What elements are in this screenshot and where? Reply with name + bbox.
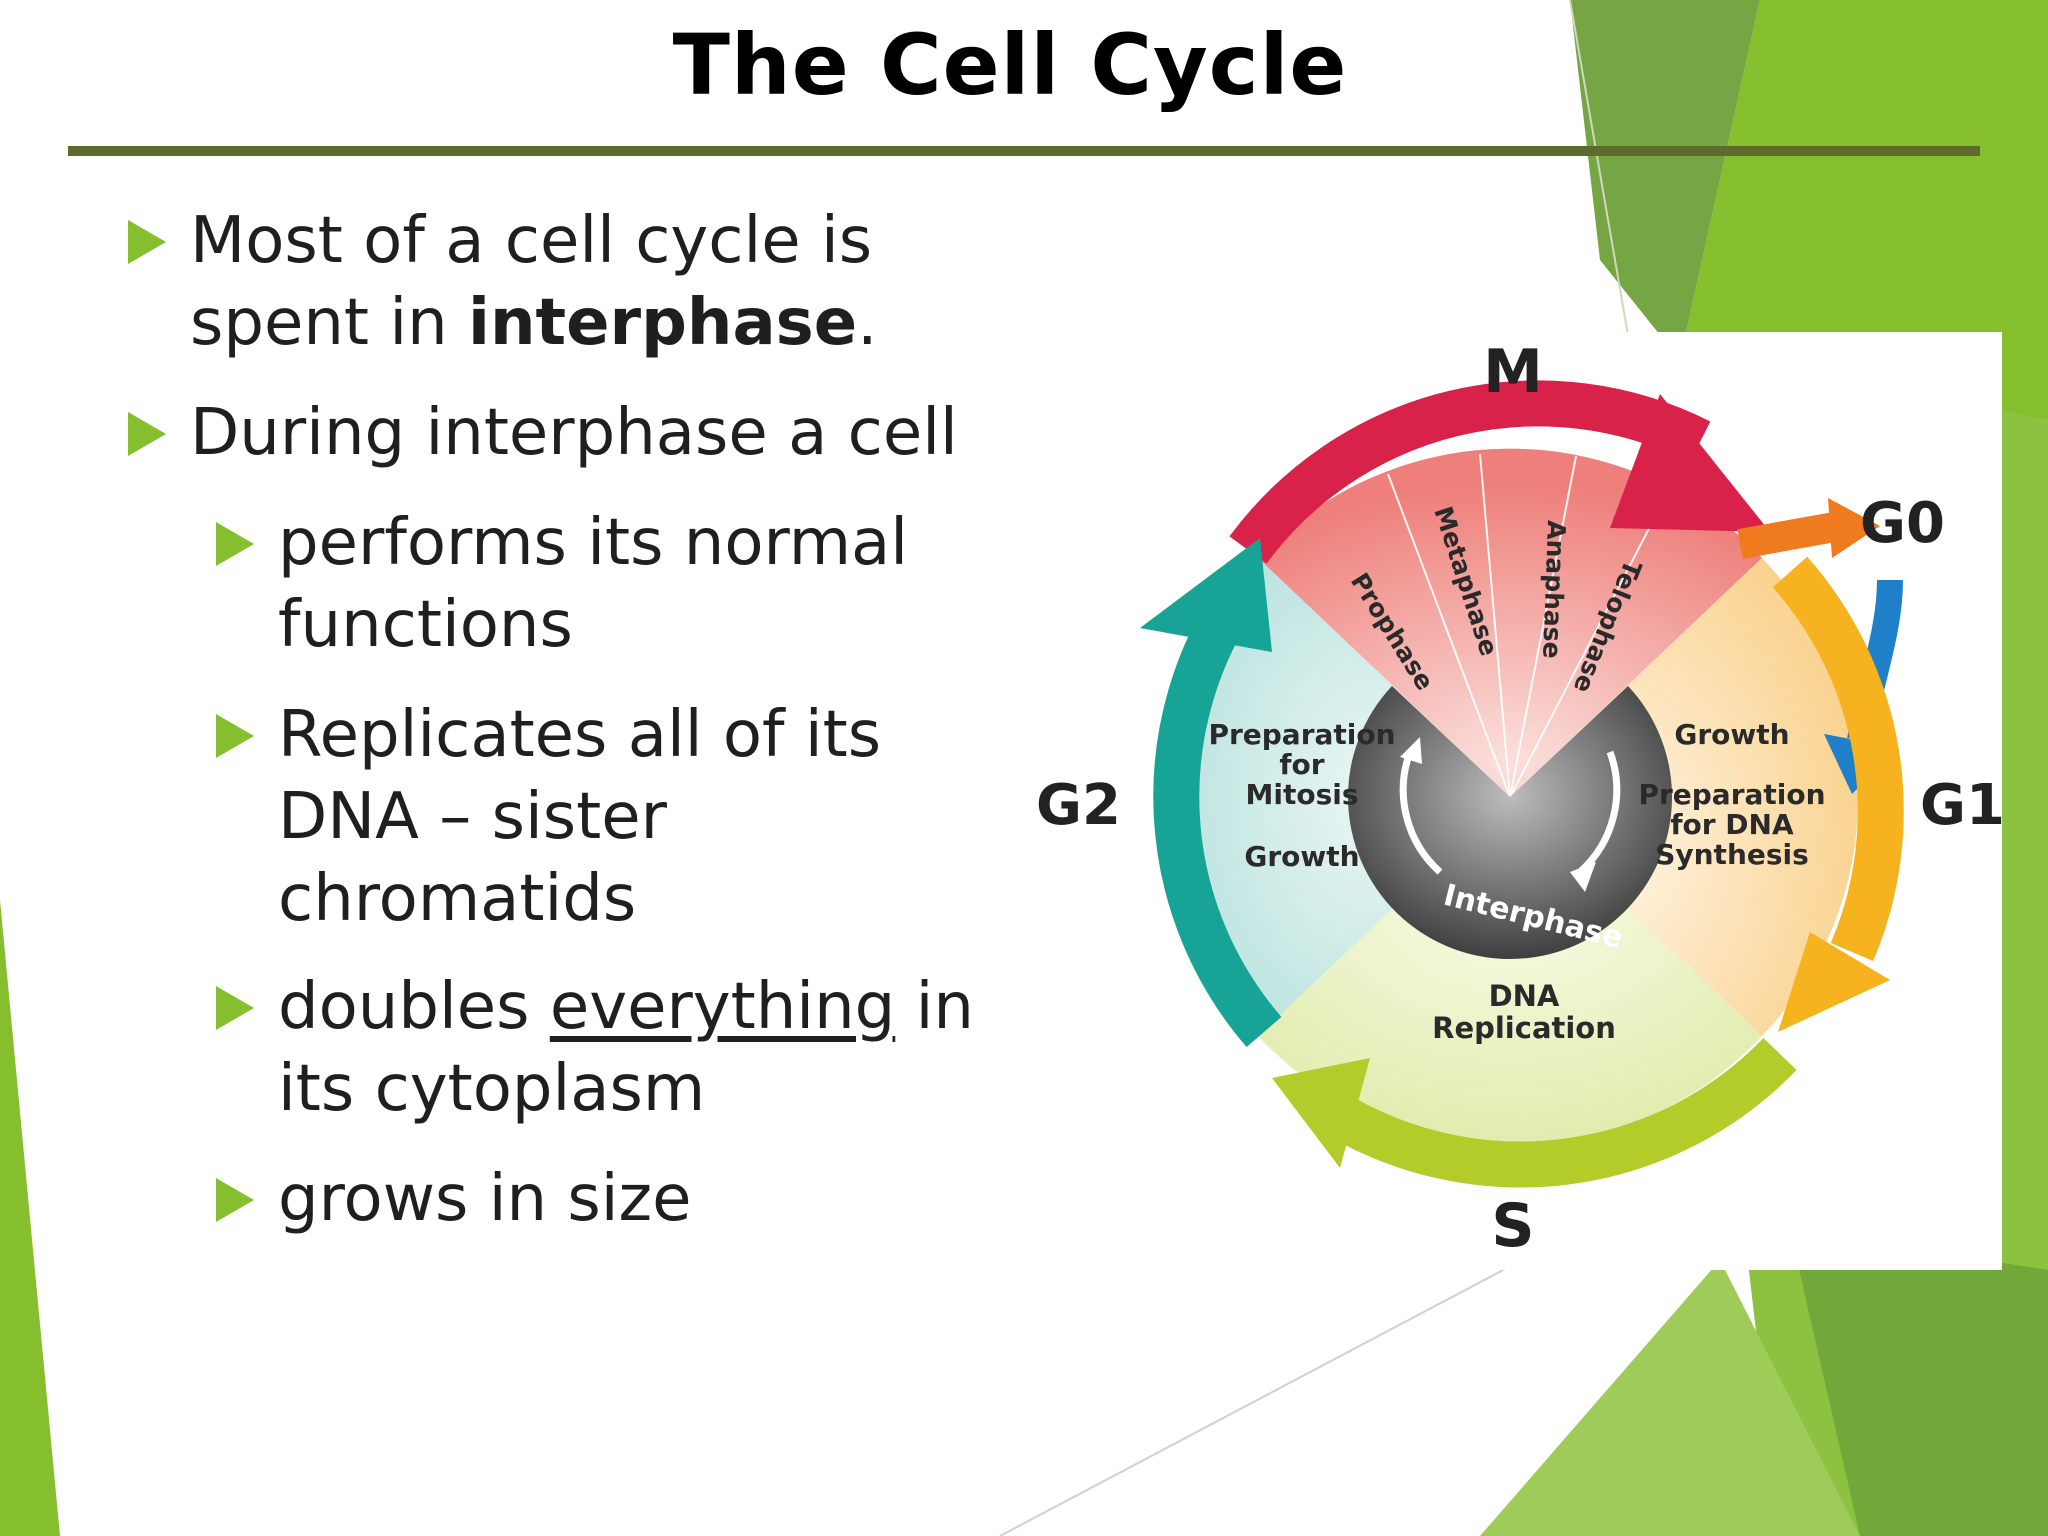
sub-bullet-text: doubles: [278, 970, 550, 1044]
g1-text-line: Synthesis: [1655, 838, 1809, 871]
phase-label-m: M: [1483, 337, 1543, 407]
green-shard-bottom-right: [1790, 1230, 2048, 1536]
sub-bullet-item: grows in size: [216, 1158, 978, 1240]
triangle-bullet-icon: [216, 986, 254, 1030]
green-shard-bottom: [1480, 1260, 1860, 1536]
triangle-bullet-icon: [216, 1178, 254, 1222]
sub-bullet-text: its cytoplasm: [278, 1052, 706, 1126]
cell-cycle-diagram: Prophase Metaphase Anaphase Telophase In…: [1010, 332, 2005, 1270]
triangle-bullet-icon: [128, 412, 166, 456]
sub-bullet-text: in: [895, 970, 974, 1044]
phase-label-g2: G2: [1036, 773, 1121, 838]
interphase-inner-arrow-right: [1577, 750, 1621, 875]
s-phase-sector: [1258, 797, 1762, 1146]
title-underline: [68, 146, 1980, 156]
g1-text-line: Preparation: [1638, 778, 1825, 811]
s-phase-arrowhead: [1272, 1058, 1370, 1168]
cell-cycle-svg: Prophase Metaphase Anaphase Telophase In…: [1036, 337, 2005, 1261]
s-text-line: Replication: [1432, 1011, 1616, 1045]
g2-text-line: Growth: [1244, 840, 1359, 873]
stage-label-anaphase: Anaphase: [1537, 520, 1571, 659]
sub-bullet-text: functions: [278, 588, 573, 662]
green-shard-left: [0, 900, 60, 1536]
m-phase-arrowhead: [1610, 394, 1770, 532]
g1-text-line: Growth: [1674, 718, 1789, 751]
g0-arrowhead: [1828, 498, 1880, 558]
phase-label-s: S: [1491, 1191, 1534, 1261]
bullet-text: .: [857, 286, 878, 360]
green-shard-bright: [1680, 0, 2048, 420]
bullet-bold-term: interphase: [468, 286, 858, 360]
m-phase-arrow: [1229, 380, 1711, 564]
g1-text-line: for DNA: [1670, 808, 1794, 841]
s-phase-arrow: [1317, 1038, 1797, 1188]
bullet-text: Most of a cell cycle is: [190, 204, 873, 278]
m-phase-sector: [1258, 448, 1762, 797]
bullet-item: During interphase a cell: [128, 392, 970, 474]
g1-phase-arrow: [1772, 556, 1904, 961]
slide-title: The Cell Cycle: [672, 16, 1348, 114]
triangle-bullet-icon: [216, 522, 254, 566]
sub-bullet-item: doubles everything in its cytoplasm: [216, 966, 978, 1130]
interphase-core: [1348, 686, 1672, 959]
g1-phase-arrowhead: [1778, 932, 1890, 1032]
g0-arrow: [1737, 511, 1843, 559]
bullet-text: During interphase a cell: [190, 396, 958, 470]
sub-bullet-item: Replicates all of its DNA – sister chrom…: [216, 694, 978, 940]
triangle-bullet-icon: [216, 714, 254, 758]
sub-bullet-text: chromatids: [278, 862, 637, 936]
sub-bullet-text: Replicates all of its: [278, 698, 882, 772]
sub-bullet-item: performs its normal functions: [216, 502, 978, 666]
g2-phase-arrowhead: [1140, 538, 1272, 652]
phase-label-g0: G0: [1860, 491, 1945, 556]
phase-label-g1: G1: [1920, 773, 2002, 838]
bullet-item: Most of a cell cycle is spent in interph…: [128, 200, 970, 364]
g2-text-line: Mitosis: [1245, 778, 1358, 811]
triangle-bullet-icon: [128, 220, 166, 264]
s-text-line: DNA: [1489, 979, 1560, 1013]
sub-bullet-text: DNA – sister: [278, 780, 667, 854]
g2-phase-arrow: [1153, 578, 1282, 1048]
sub-bullet-underlined-term: everything: [549, 970, 896, 1044]
arrowhead-icon: [1570, 862, 1596, 892]
sub-bullet-text: grows in size: [278, 1162, 692, 1236]
arrowhead-icon: [1400, 737, 1422, 764]
g1-phase-sector: [1510, 558, 1859, 1036]
g2-text-line: for: [1279, 748, 1324, 781]
sub-bullet-text: performs its normal: [278, 506, 909, 580]
interphase-inner-arrow-left: [1399, 750, 1443, 875]
g2-text-line: Preparation: [1208, 718, 1395, 751]
bullet-text: spent in: [190, 286, 469, 360]
g2-phase-sector: [1161, 558, 1510, 1036]
